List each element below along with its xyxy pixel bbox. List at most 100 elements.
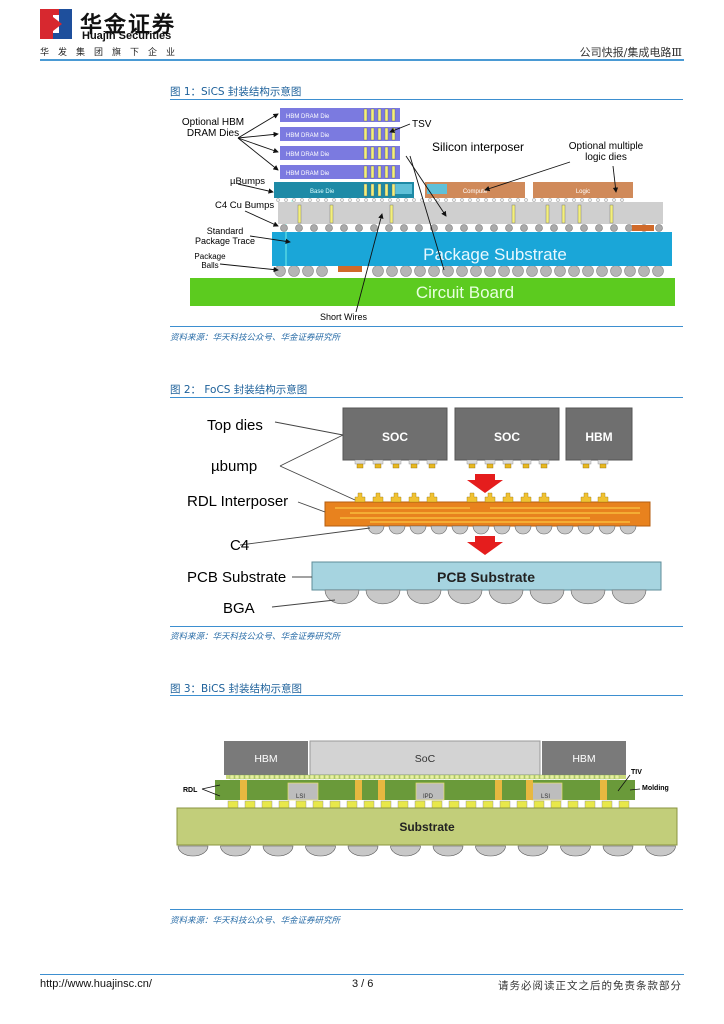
ipd-block	[415, 782, 445, 801]
figure-1-sics-diagram: Circuit Board Package Substrate Base Die…	[182, 108, 675, 322]
c4-bump	[227, 800, 239, 809]
substrate-label: Substrate	[399, 820, 455, 834]
tsv	[370, 183, 375, 197]
soc-die-1	[342, 407, 448, 461]
bga-ball	[347, 845, 379, 857]
package-ball	[442, 265, 454, 277]
interposer-tsv	[545, 204, 550, 224]
package-ball	[540, 265, 552, 277]
package-ball	[484, 265, 496, 277]
ubump	[599, 463, 607, 469]
micro-bump	[572, 198, 576, 202]
c4-bumps	[367, 525, 637, 535]
tsv	[391, 146, 396, 160]
microbump	[614, 774, 620, 780]
micro-bump	[524, 198, 528, 202]
c4-bump	[367, 525, 385, 535]
interposer-tsv	[561, 204, 566, 224]
brand-name-cn: 华金证券	[80, 13, 177, 38]
tsv	[377, 146, 382, 160]
c4-bump	[409, 525, 427, 535]
ipd-label: IPD	[423, 794, 434, 800]
c4-bump	[355, 224, 363, 232]
logic-die	[533, 182, 633, 198]
microbump	[599, 774, 605, 780]
rdl-traces	[335, 507, 640, 523]
microbump	[379, 774, 385, 780]
c4-bumps	[227, 800, 630, 809]
pcb-substrate	[311, 561, 662, 591]
microbump	[409, 774, 415, 780]
c4-bump	[625, 224, 633, 232]
micro-bump	[596, 198, 600, 202]
bics-components	[229, 774, 620, 801]
rdl-bumps	[354, 492, 609, 503]
tiv	[526, 780, 533, 800]
bga-ball	[645, 845, 676, 857]
footer-url-link[interactable]: http://www.huajinsc.cn/	[40, 978, 152, 990]
figure-2-focs-diagram: SOC SOC HBM PCB Substrate Top dies µbump…	[187, 407, 662, 617]
micro-bump	[604, 198, 608, 202]
c4-bump	[618, 800, 630, 809]
c4-bump	[580, 224, 588, 232]
microbump	[404, 774, 410, 780]
microbump	[254, 774, 260, 780]
c4-bump	[400, 224, 408, 232]
micro-bump	[292, 198, 296, 202]
ubump	[540, 463, 548, 469]
label-c4: C4	[230, 537, 249, 554]
label-rdl-interposer: RDL Interposer	[187, 493, 288, 510]
micro-bump	[508, 198, 512, 202]
microbump	[479, 774, 485, 780]
hbm-dram-die	[280, 127, 400, 141]
figure-3-title: 图 3：BiCS 封装结构示意图	[170, 683, 302, 695]
tsv	[384, 146, 389, 160]
tiv	[495, 780, 502, 800]
microbump	[229, 774, 235, 780]
rdl-bump	[466, 492, 478, 503]
hbm-left-label: HBM	[254, 753, 277, 765]
micro-bump	[364, 198, 368, 202]
bga-ball	[262, 845, 294, 857]
hbm-left-die	[224, 741, 308, 775]
tsv	[363, 127, 368, 141]
tsv	[363, 146, 368, 160]
c4-bump	[310, 224, 318, 232]
microbump	[339, 774, 345, 780]
microbump	[344, 774, 350, 780]
bga-ball	[432, 845, 464, 857]
microbump	[524, 774, 530, 780]
bga-ball	[611, 589, 647, 605]
soc-die-2	[454, 407, 560, 461]
microbump	[469, 774, 475, 780]
tsv	[391, 165, 396, 179]
tsv	[384, 165, 389, 179]
package-ball	[456, 265, 468, 277]
microbump	[354, 774, 360, 780]
tsv	[363, 183, 368, 197]
label-ubump: µbump	[211, 458, 257, 475]
tsv	[391, 183, 396, 197]
micro-bump	[468, 198, 472, 202]
lsi-left-label: LSI	[296, 794, 305, 800]
microbump	[349, 774, 355, 780]
hbm-dram-die-label: HBM DRAM Die	[286, 114, 330, 120]
microbump	[389, 774, 395, 780]
microbump	[304, 774, 310, 780]
package-ball	[526, 265, 538, 277]
package-substrate-label: Package Substrate	[423, 245, 567, 264]
microbump	[294, 774, 300, 780]
compute-label: Compute	[463, 189, 488, 195]
micro-bump	[460, 198, 464, 202]
ubump-pad	[466, 459, 478, 465]
bga-balls	[177, 845, 676, 857]
package-ball	[554, 265, 566, 277]
bga-ball	[488, 589, 524, 605]
microbump	[474, 774, 480, 780]
interposer-tsv	[609, 204, 614, 224]
label-short-wires: Short Wires	[320, 312, 368, 322]
soc-1-label: SOC	[382, 430, 408, 444]
c4-bump	[556, 525, 574, 535]
micro-bump	[332, 198, 336, 202]
